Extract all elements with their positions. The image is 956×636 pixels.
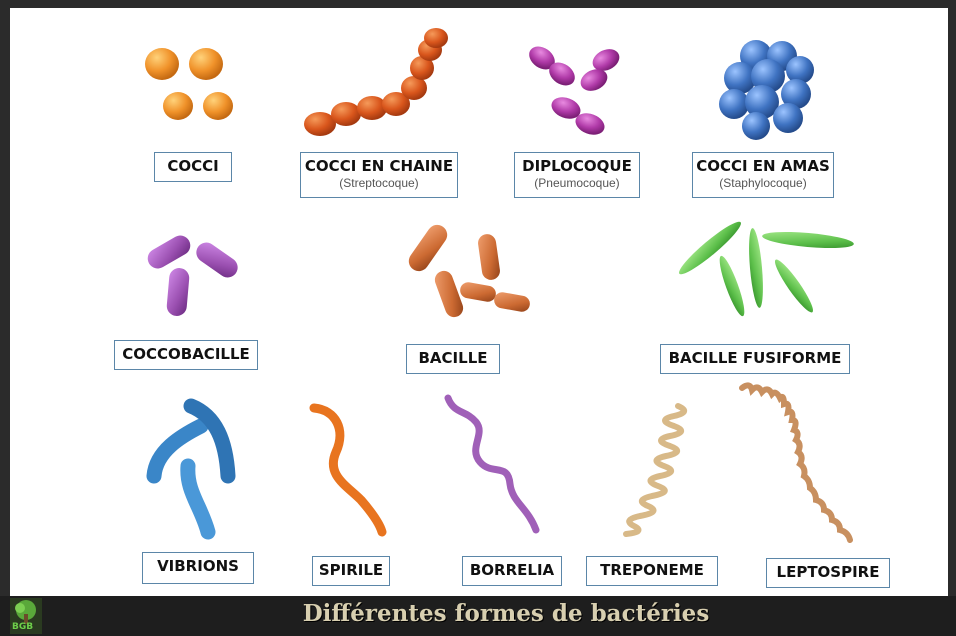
- label-cocci-chaine-sub: (Streptocoque): [301, 175, 457, 191]
- label-bacille: BACILLE: [406, 344, 500, 374]
- borrelia-illustration: [436, 392, 556, 542]
- label-bacille-fusiforme: BACILLE FUSIFORME: [660, 344, 850, 374]
- label-spirile: SPIRILE: [312, 556, 390, 586]
- label-bacille-text: BACILLE: [419, 349, 488, 367]
- label-diplocoque-text: DIPLOCOQUE: [522, 157, 632, 175]
- footer-bar: BGB Différentes formes de bactéries: [0, 596, 956, 636]
- label-borrelia: BORRELIA: [462, 556, 562, 586]
- treponeme-illustration: [612, 400, 698, 540]
- label-cocci-chaine-text: COCCI EN CHAINE: [305, 157, 453, 175]
- cocci-illustration: [140, 44, 240, 134]
- cocci-amas-illustration: [712, 38, 822, 142]
- bacille-illustration: [398, 212, 538, 324]
- label-cocci-amas-sub: (Staphylocoque): [693, 175, 833, 191]
- label-leptospire-text: LEPTOSPIRE: [777, 563, 880, 581]
- label-vibrions-text: VIBRIONS: [157, 557, 239, 575]
- diplocoque-illustration: [524, 40, 634, 140]
- label-spirile-text: SPIRILE: [319, 561, 383, 579]
- label-diplocoque-sub: (Pneumocoque): [515, 175, 639, 191]
- label-vibrions: VIBRIONS: [142, 552, 254, 584]
- label-cocci-amas-text: COCCI EN AMAS: [696, 157, 830, 175]
- vibrions-illustration: [146, 396, 246, 546]
- label-treponeme-text: TREPONEME: [600, 561, 704, 579]
- label-coccobacille-text: COCCOBACILLE: [122, 345, 250, 363]
- label-cocci: COCCI: [154, 152, 232, 182]
- label-cocci-text: COCCI: [167, 157, 218, 175]
- label-diplocoque: DIPLOCOQUE (Pneumocoque): [514, 152, 640, 198]
- leptospire-illustration: [738, 380, 862, 550]
- spirile-illustration: [306, 400, 396, 540]
- label-coccobacille: COCCOBACILLE: [114, 340, 258, 370]
- bacille-fusiforme-illustration: [672, 210, 862, 328]
- label-cocci-amas: COCCI EN AMAS (Staphylocoque): [692, 152, 834, 198]
- label-treponeme: TREPONEME: [586, 556, 718, 586]
- label-leptospire: LEPTOSPIRE: [766, 558, 890, 588]
- label-bacille-fusiforme-text: BACILLE FUSIFORME: [669, 349, 842, 367]
- coccobacille-illustration: [140, 228, 250, 328]
- cocci-chain-illustration: [298, 26, 458, 146]
- label-cocci-chaine: COCCI EN CHAINE (Streptocoque): [300, 152, 458, 198]
- footer-title: Différentes formes de bactéries: [0, 600, 956, 627]
- label-borrelia-text: BORRELIA: [470, 561, 554, 579]
